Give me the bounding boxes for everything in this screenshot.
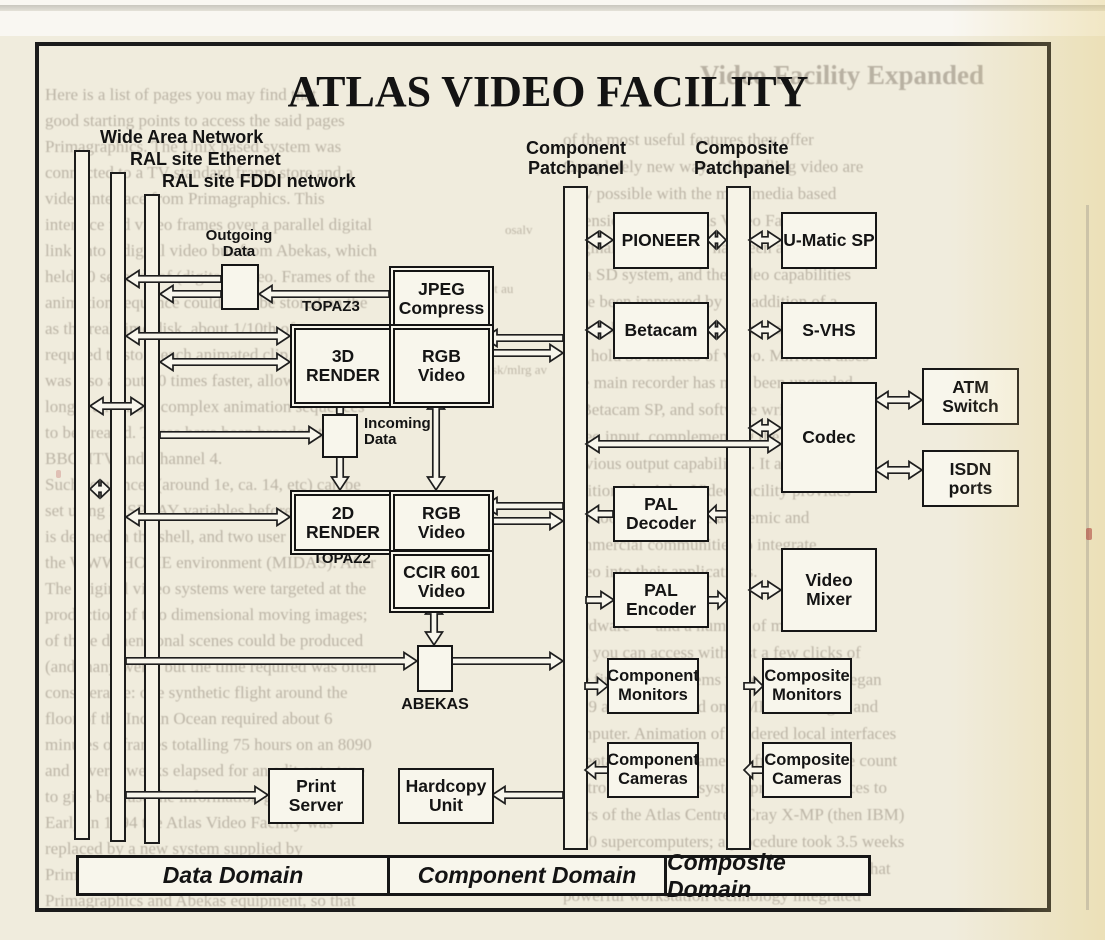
arrow	[482, 327, 564, 349]
label-incoming-data: Incoming Data	[364, 415, 431, 448]
node-pal-encoder: PAL Encoder	[613, 572, 709, 628]
arrow	[125, 650, 419, 672]
node-composite-cameras: Composite Cameras	[762, 742, 852, 798]
node-rgb-video-3d: RGB Video	[389, 324, 494, 408]
bus-wide-area-network	[74, 150, 90, 840]
arrow	[873, 389, 924, 411]
arrow	[158, 351, 292, 373]
arrow	[584, 503, 614, 525]
arrow	[584, 675, 610, 697]
bus-ral-site-ethernet	[110, 172, 126, 842]
node-isdn-ports: ISDN ports	[922, 450, 1019, 507]
node-s-vhs: S-VHS	[781, 302, 877, 359]
bleed-heading: Video Facility Expanded	[700, 60, 985, 90]
arrow	[705, 319, 728, 341]
bus-composite-patchpanel	[726, 186, 751, 850]
arrow	[124, 325, 292, 347]
node-codec: Codec	[781, 382, 877, 493]
node-betacam: Betacam	[613, 302, 709, 359]
arrow	[483, 342, 565, 364]
node-rgb-video-2d: RGB Video	[389, 490, 494, 555]
label-ral-site-fddi: RAL site FDDI network	[162, 171, 356, 191]
label-topaz3: TOPAZ3	[302, 298, 360, 315]
node-composite-monitors: Composite Monitors	[762, 658, 852, 714]
bleed-fragment: osalv	[505, 222, 533, 237]
node-atm-switch: ATM Switch	[922, 368, 1019, 425]
arrow	[742, 759, 764, 781]
arrow	[124, 506, 292, 528]
label-outgoing-data: Outgoing Data	[205, 227, 273, 260]
node-component-cameras: Component Cameras	[607, 742, 699, 798]
arrow	[88, 395, 146, 417]
label-composite-patchpanel: Composite Patchpanel	[693, 138, 791, 178]
diagram-frame	[35, 42, 1051, 912]
arrow	[705, 229, 728, 251]
node-print-server: Print Server	[268, 768, 364, 824]
node-video-mixer: Video Mixer	[781, 548, 877, 632]
arrow	[483, 510, 565, 532]
bus-component-patchpanel	[563, 186, 588, 850]
arrow	[705, 503, 728, 525]
arrow	[585, 589, 616, 611]
arrow	[158, 283, 222, 305]
node-ccir-601-video: CCIR 601 Video	[389, 550, 494, 613]
bleed-fragment: sk/mlrg av	[492, 362, 548, 377]
diagram-title: ATLAS VIDEO FACILITY	[287, 67, 809, 116]
arrow	[583, 759, 609, 781]
arrow	[88, 478, 112, 500]
arrow	[747, 319, 783, 341]
label-ral-site-ethernet: RAL site Ethernet	[130, 149, 281, 169]
arrow	[743, 675, 765, 697]
arrow	[584, 319, 615, 341]
arrow	[706, 589, 729, 611]
node-hardcopy-unit: Hardcopy Unit	[398, 768, 494, 824]
node-abekas	[417, 645, 453, 692]
arrow	[450, 650, 565, 672]
arrow	[747, 229, 783, 251]
arrow	[747, 579, 783, 601]
label-component-patchpanel: Component Patchpanel	[526, 138, 626, 178]
domain-composite: Composite Domain	[664, 849, 868, 902]
label-abekas: ABEKAS	[401, 696, 469, 713]
node-component-monitors: Component Monitors	[607, 658, 699, 714]
node-pioneer: PIONEER	[613, 212, 709, 269]
arrow	[329, 453, 351, 492]
arrow	[873, 459, 924, 481]
node-3d-render: 3D RENDER	[290, 324, 396, 408]
node-jpeg-compress: JPEG Compress	[389, 266, 494, 331]
arrow	[482, 495, 564, 517]
label-wide-area-network: Wide Area Network	[100, 127, 264, 147]
node-2d-render: 2D RENDER	[290, 490, 396, 555]
arrow	[125, 784, 270, 806]
arrow	[159, 424, 324, 446]
label-topaz2: TOPAZ2	[313, 550, 371, 567]
arrow	[584, 229, 615, 251]
arrow	[490, 784, 564, 806]
domain-data: Data Domain	[162, 862, 304, 888]
node-pal-decoder: PAL Decoder	[613, 486, 709, 542]
arrow	[584, 433, 783, 455]
node-outgoing-data-buffer	[221, 264, 259, 310]
node-u-matic-sp: U-Matic SP	[781, 212, 877, 269]
domain-component: Component Domain	[387, 858, 664, 893]
node-incoming-data-buffer	[322, 414, 358, 458]
arrow	[747, 417, 783, 439]
domain-bar: Data Domain Component Domain Composite D…	[76, 849, 871, 902]
